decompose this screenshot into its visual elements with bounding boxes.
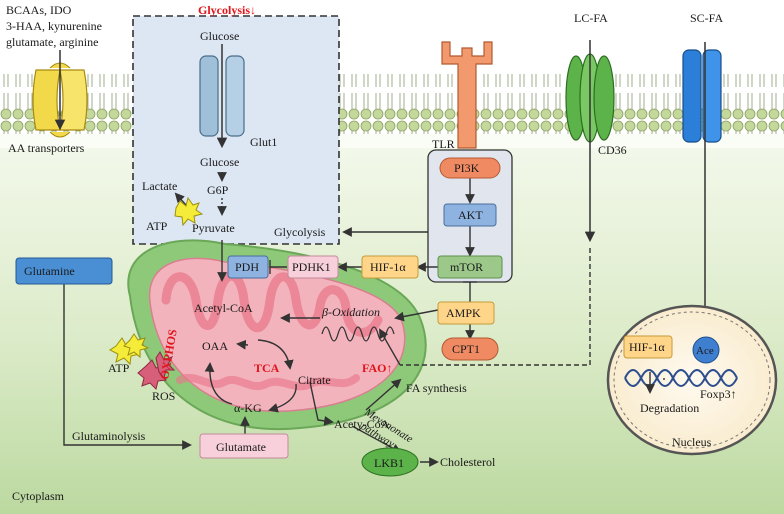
lkb1-label: LKB1: [374, 456, 404, 470]
foxp3-label: Foxp3↑: [700, 387, 737, 401]
glucose-top-label: Glucose: [200, 29, 239, 43]
nucleus-label: Nucleus: [672, 435, 712, 449]
fa-synthesis-label: FA synthesis: [406, 381, 467, 395]
lactate-label: Lactate: [142, 179, 177, 193]
atp-oxphos-stars-icon: [109, 333, 150, 366]
mitochondrion: [127, 239, 427, 431]
aa-sources-line3: glutamate, arginine: [6, 35, 98, 49]
lcfa-label: LC-FA: [574, 11, 608, 25]
pyruvate-label: Pyruvate: [192, 221, 235, 235]
glutamine-node: [15, 257, 113, 285]
arrow-to-citrate: [257, 339, 294, 370]
arrow-glutamine-glutamate: [63, 258, 192, 450]
tca-label: TCA: [254, 361, 280, 375]
pi3k-node: [439, 157, 501, 179]
nucleus-membrane: [606, 304, 778, 456]
dashed-lcfa-line: [400, 248, 591, 366]
arrow-fa-synthesis: [365, 378, 402, 411]
glut1-icon: [199, 44, 245, 149]
lkb1-node: [361, 447, 419, 477]
ros-icon: [137, 351, 176, 390]
ace-node: [692, 336, 720, 364]
aa-transporters-label: AA transporters: [8, 141, 85, 155]
arrow-citrate-akg: [268, 383, 297, 413]
glucose-inner-label: Glucose: [200, 155, 239, 169]
arrow-akg-oaa: [204, 362, 233, 405]
pdhk1-label: PDHK1: [292, 260, 331, 274]
ace-label: Ace: [696, 345, 714, 357]
akt-node: [443, 203, 497, 227]
glutamine-label: Glutamine: [24, 264, 75, 278]
akt-label: AKT: [458, 208, 483, 222]
arrow-oaa: [236, 339, 249, 350]
nucleus-hif1a-node: [623, 335, 673, 359]
tlr-label: TLR: [432, 137, 455, 151]
hif1a-node: [361, 255, 419, 279]
glycolysis-down-label: Glycolysis↓: [198, 3, 256, 17]
akg-label: α-KG: [234, 401, 262, 415]
scfa-transporter-icon: [682, 42, 722, 341]
cd36-icon: [565, 40, 615, 243]
aa-transporter-icon: [32, 50, 88, 138]
cpt1-node: [441, 337, 499, 361]
cd36-label: CD36: [598, 143, 627, 157]
mtor-node: [437, 255, 503, 279]
dna-helix-icon: [624, 369, 738, 387]
atp-star-icon: [174, 196, 204, 227]
pdh-label: PDH: [235, 260, 259, 274]
glut1-label: Glut1: [250, 135, 277, 149]
pi3k-label: PI3K: [454, 161, 480, 175]
glycolysis-label: Glycolysis: [274, 225, 326, 239]
atp-glycolysis-label: ATP: [146, 219, 168, 233]
ampk-label: AMPK: [446, 306, 481, 320]
aa-sources-line2: 3-HAA, kynurenine: [6, 19, 102, 33]
ros-label: ROS: [152, 389, 175, 403]
citrate-label: Citrate: [298, 373, 331, 387]
cpt1-label: CPT1: [452, 342, 480, 356]
cytoplasm-label: Cytoplasm: [12, 489, 65, 503]
pdh-node: [227, 255, 269, 279]
aa-sources-line1: BCAAs, IDO: [6, 3, 72, 17]
beta-oxidation-coil: [321, 326, 395, 342]
scfa-label: SC-FA: [690, 11, 723, 25]
cholesterol-label: Cholesterol: [440, 455, 496, 469]
cell-membrane: [0, 74, 784, 134]
nucleus-hif1a-label: HIF-1α: [629, 340, 665, 354]
acetyl-coa-label: Acetyl-CoA: [194, 301, 253, 315]
pdhk1-node: [287, 255, 339, 279]
hif1a-label: HIF-1α: [370, 260, 406, 274]
oaa-label: OAA: [202, 339, 228, 353]
degradation-label: Degradation: [640, 401, 699, 415]
arrow-ampk-boxidation: [394, 309, 439, 322]
ampk-node: [437, 301, 495, 325]
atp-oxphos-label: ATP: [108, 361, 130, 375]
fao-up-label: FAO↑: [362, 361, 392, 375]
glutamate-node: [199, 433, 289, 459]
glutamate-label: Glutamate: [216, 440, 266, 454]
beta-oxidation-label: β-Oxidation: [321, 305, 380, 319]
arrow-citrate-acetycoa: [309, 381, 334, 426]
glutaminolysis-label: Glutaminolysis: [72, 429, 146, 443]
g6p-label: G6P: [207, 183, 229, 197]
glycolysis-box: [132, 15, 340, 245]
acety-coa-label: Acety-CoA: [334, 417, 390, 431]
tlr-icon: [441, 41, 493, 149]
mtor-label: mTOR: [450, 260, 483, 274]
